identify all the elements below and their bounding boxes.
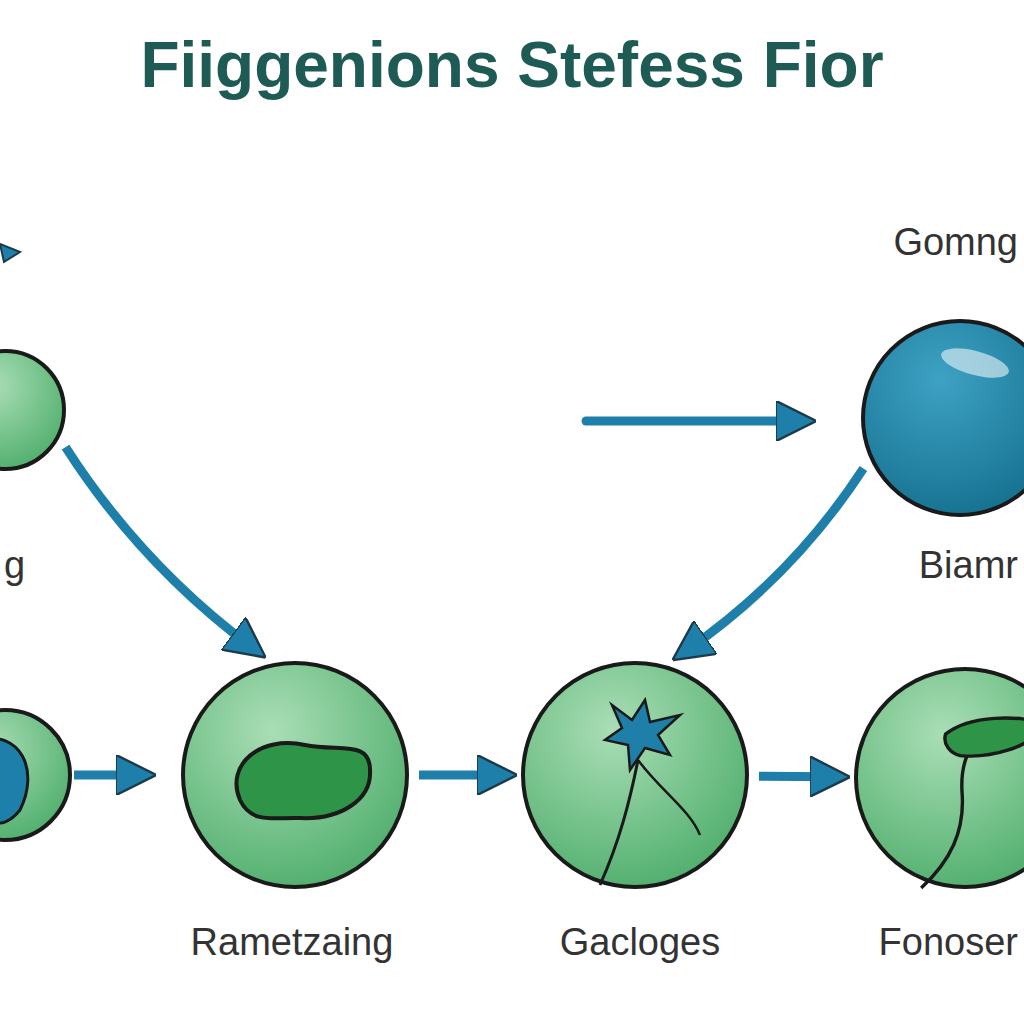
- cell-circle: [0, 348, 67, 472]
- cell-circle: [860, 318, 1024, 518]
- cell-node: Fonoser: [853, 666, 1024, 890]
- arrow: [74, 771, 140, 780]
- stage-label: Rametzaing: [191, 921, 394, 964]
- stage-label: Fonoser: [879, 921, 1018, 964]
- flow-arrow: [66, 447, 253, 648]
- stage-label: Gacloges: [560, 921, 721, 964]
- cell-circle: [180, 660, 410, 890]
- partial-cell: [0, 710, 70, 840]
- cell-node: Gacloges: [520, 660, 750, 890]
- cell-node: Rametzaing: [180, 660, 410, 890]
- flow-arrow: [419, 771, 501, 780]
- diagram-title: Fiiggenions Stefess Fior: [0, 28, 1024, 102]
- flow-arrow: [759, 772, 834, 782]
- arrow-fragment: [0, 244, 20, 262]
- stage-label: g: [4, 544, 25, 587]
- cell-node: GomngBiamr: [860, 318, 1024, 518]
- stage-label: Gomng: [893, 221, 1018, 264]
- stage-label: Biamr: [919, 544, 1018, 587]
- incoming-arrow: [586, 417, 800, 426]
- cell-circle: [520, 660, 750, 890]
- flow-arrow: [686, 469, 864, 651]
- cell-node: g: [0, 348, 67, 472]
- cell-circle: [853, 666, 1024, 890]
